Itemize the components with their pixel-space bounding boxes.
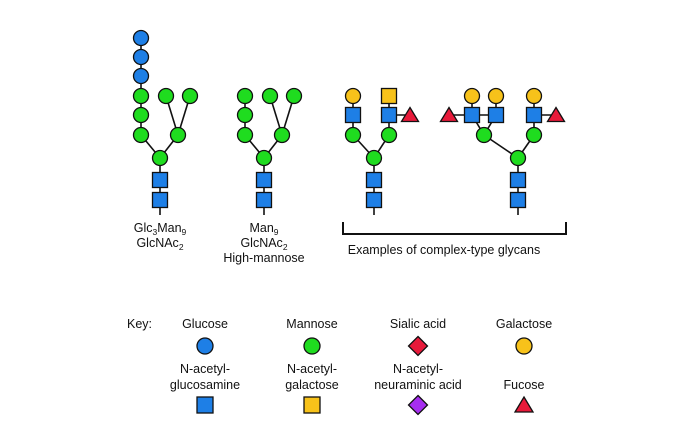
mannose-icon: [509, 149, 527, 167]
glycan-structures: [132, 29, 566, 215]
mannose-icon: [525, 126, 543, 144]
mannose-icon: [169, 126, 187, 144]
galactose-icon: [525, 87, 543, 105]
glucose-key-icon: [196, 337, 214, 355]
key-item-label: N-acetyl-: [180, 362, 230, 376]
key-item-label: N-acetyl-: [287, 362, 337, 376]
glcnac-icon: [463, 106, 481, 124]
galnac-icon: [380, 87, 398, 105]
key-item-sialic: Sialic acid: [390, 317, 446, 357]
man9-label-line1: Man9: [249, 221, 278, 237]
glcnac-icon: [344, 106, 362, 124]
mannose-icon: [157, 87, 175, 105]
glc3man9-label-line1: Glc3Man9: [134, 221, 187, 237]
mannose-icon: [380, 126, 398, 144]
key-item-label: galactose: [285, 378, 339, 392]
glycan-complex-2: [439, 87, 566, 215]
glcnac-icon: [255, 191, 273, 209]
key-legend: Glucose Mannose Sialic acid GalactoseN-acet…: [170, 317, 552, 416]
glucose-icon: [132, 48, 150, 66]
galnac-key-icon: [303, 396, 321, 414]
mannose-icon: [285, 87, 303, 105]
fucose-key-icon: [513, 395, 535, 413]
fucose-icon: [546, 106, 566, 123]
mannose-icon: [344, 126, 362, 144]
key-item-label: neuraminic acid: [374, 378, 462, 392]
mannose-icon: [132, 126, 150, 144]
mannose-icon: [475, 126, 493, 144]
mannose-icon: [132, 106, 150, 124]
mannose-icon: [273, 126, 291, 144]
mannose-icon: [261, 87, 279, 105]
key-item-fucose: Fucose: [504, 378, 545, 413]
glcnac-icon: [255, 171, 273, 189]
glucose-icon: [132, 67, 150, 85]
glycan-complex-1: [344, 87, 420, 215]
glycan-man9: [236, 87, 303, 215]
glcnac-icon: [151, 191, 169, 209]
mannose-icon: [365, 149, 383, 167]
glcnac-icon: [525, 106, 543, 124]
glc3man9-label-line2: GlcNAc2: [136, 236, 183, 252]
mannose-icon: [255, 149, 273, 167]
key-item-label: N-acetyl-: [393, 362, 443, 376]
man9-label-line2: GlcNAc2: [240, 236, 287, 252]
mannose-key-icon: [303, 337, 321, 355]
key-item-label: Sialic acid: [390, 317, 446, 331]
glcnac-icon: [365, 191, 383, 209]
glcnac-icon: [509, 171, 527, 189]
glcnac-icon: [487, 106, 505, 124]
key-item-glucose: Glucose: [182, 317, 228, 355]
key-item-label: Fucose: [504, 378, 545, 392]
key-item-galnac: N-acetyl-galactose: [285, 362, 339, 414]
key-item-label: Mannose: [286, 317, 337, 331]
fucose-icon: [400, 106, 420, 123]
galactose-icon: [344, 87, 362, 105]
glcnac-icon: [509, 191, 527, 209]
glcnac-key-icon: [196, 396, 214, 414]
man9-label-line3: High-mannose: [223, 251, 304, 265]
mannose-icon: [236, 106, 254, 124]
mannose-icon: [181, 87, 199, 105]
glycan-glc3man9: [132, 29, 199, 215]
key-item-mannose: Mannose: [286, 317, 338, 355]
fucose-icon: [439, 106, 459, 123]
mannose-icon: [132, 87, 150, 105]
sialic-key-icon: [407, 335, 429, 357]
key-item-glcnac: N-acetyl-glucosamine: [170, 362, 240, 414]
mannose-icon: [236, 126, 254, 144]
complex-bracket: [342, 222, 567, 235]
key-item-label: Glucose: [182, 317, 228, 331]
galactose-key-icon: [515, 337, 533, 355]
key-item-label: Galactose: [496, 317, 552, 331]
neunac-key-icon: [407, 394, 429, 416]
galactose-icon: [487, 87, 505, 105]
galactose-icon: [463, 87, 481, 105]
key-item-label: glucosamine: [170, 378, 240, 392]
glucose-icon: [132, 29, 150, 47]
glcnac-icon: [365, 171, 383, 189]
key-item-galactose: Galactose: [496, 317, 552, 355]
mannose-icon: [236, 87, 254, 105]
complex-caption: Examples of complex-type glycans: [348, 243, 540, 257]
key-label: Key:: [127, 317, 152, 331]
glcnac-icon: [380, 106, 398, 124]
mannose-icon: [151, 149, 169, 167]
key-item-neunac: N-acetyl-neuraminic acid: [374, 362, 462, 416]
glcnac-icon: [151, 171, 169, 189]
